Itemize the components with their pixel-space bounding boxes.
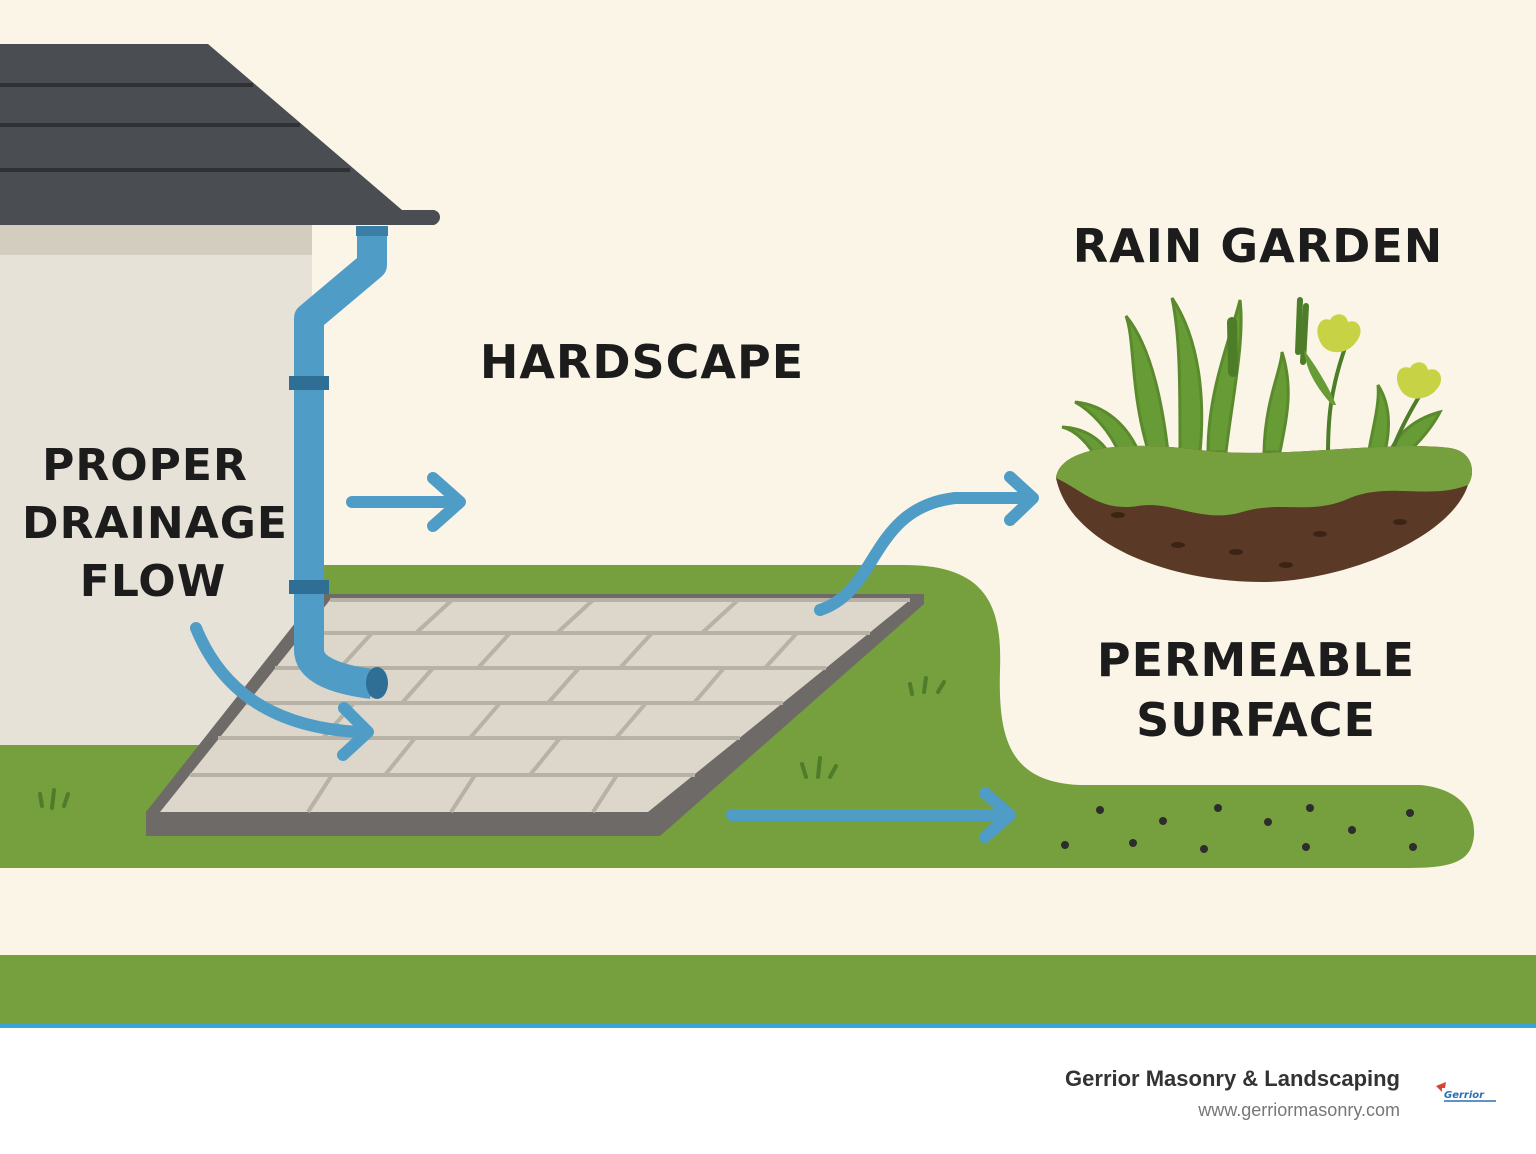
house-roof (0, 44, 440, 225)
label-permeable-line-2: SURFACE (1136, 693, 1376, 747)
permeable-dots (1061, 804, 1417, 853)
downspout (289, 226, 388, 699)
arrow-to-rain-garden (814, 471, 1039, 616)
roof-lines (0, 83, 350, 172)
rain-garden (1056, 297, 1473, 582)
footer: Gerrior Masonry & Landscaping www.gerrio… (0, 1028, 1536, 1154)
ground-band (0, 955, 1536, 1025)
logo-text: Gerrior (1444, 1090, 1485, 1101)
footer-rule (0, 1023, 1536, 1028)
company-logo-icon: Gerrior (1436, 1082, 1496, 1102)
grass-tufts (38, 676, 946, 810)
label-proper-drainage-line-2: DRAINAGE (22, 498, 288, 549)
arrow-to-patio (190, 622, 374, 761)
flow-arrows (190, 471, 1039, 843)
soil-specks (1111, 512, 1407, 568)
house-wall-shadow (0, 225, 312, 255)
label-proper-drainage-line-3: FLOW (80, 556, 226, 607)
label-proper-drainage-line-1: PROPER (42, 440, 248, 491)
house-wall (0, 225, 312, 745)
yellow-flower (1317, 314, 1442, 399)
label-hardscape: HARDSCAPE (480, 335, 804, 389)
company-website[interactable]: www.gerriormasonry.com (1198, 1100, 1400, 1120)
company-name: Gerrior Masonry & Landscaping (1065, 1066, 1400, 1091)
label-permeable-line-1: PERMEABLE (1097, 633, 1415, 687)
label-rain-garden: RAIN GARDEN (1073, 219, 1444, 273)
arrow-to-permeable-surface (726, 787, 1016, 843)
arrow-to-hardscape (346, 472, 466, 532)
